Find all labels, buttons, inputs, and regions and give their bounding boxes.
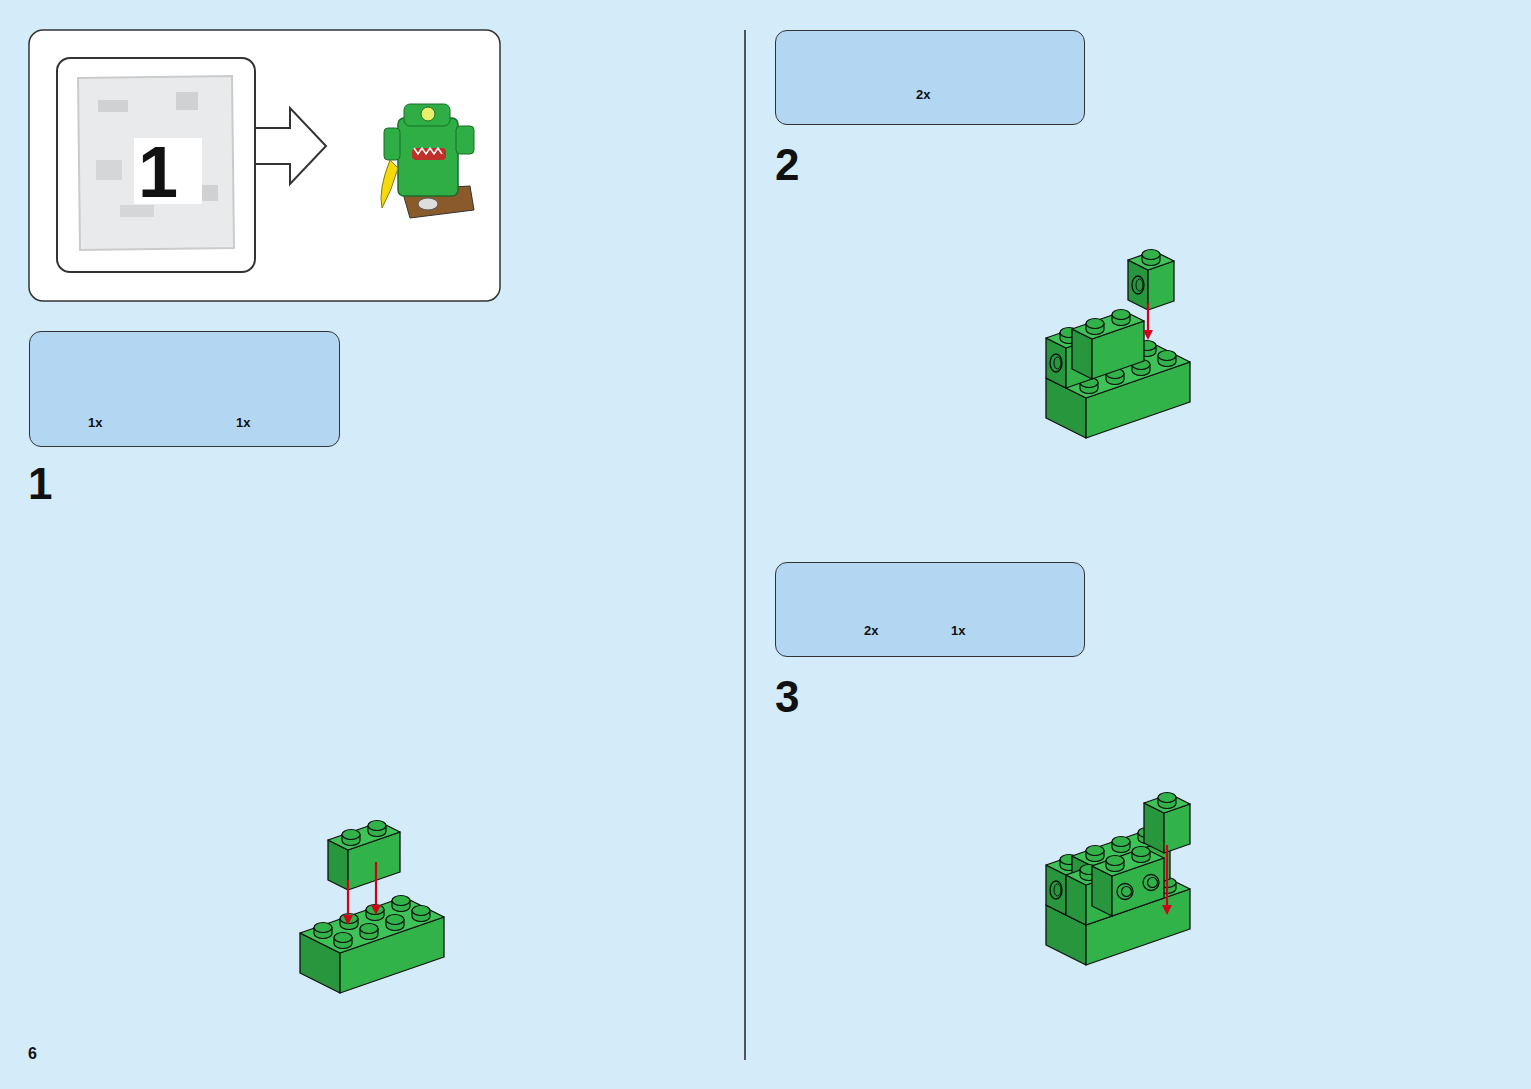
part-quantity: 2x: [864, 624, 878, 637]
step-number: 1: [28, 462, 52, 506]
parts-callout: 2x 1x: [775, 562, 1085, 657]
step-number: 2: [775, 143, 799, 187]
step-number: 3: [775, 675, 799, 719]
brick-drawings: [86, 49, 1190, 993]
bag-panel: [29, 30, 500, 301]
page-divider: [744, 30, 746, 1060]
part-quantity: 2x: [916, 88, 930, 101]
result-arrow: [256, 108, 326, 184]
bag-number: 1: [138, 136, 178, 208]
part-quantity: 1x: [236, 416, 250, 429]
parts-callout: 1x 1x: [29, 331, 340, 447]
part-quantity: 1x: [88, 416, 102, 429]
bag-number-box: 1: [56, 57, 256, 273]
parts-bag: [78, 76, 234, 250]
parts-callout: 2x: [775, 30, 1085, 125]
part-quantity: 1x: [951, 624, 965, 637]
page-number: 6: [28, 1046, 37, 1062]
placement-arrows: [343, 303, 1172, 925]
monster-figure: [381, 104, 474, 218]
